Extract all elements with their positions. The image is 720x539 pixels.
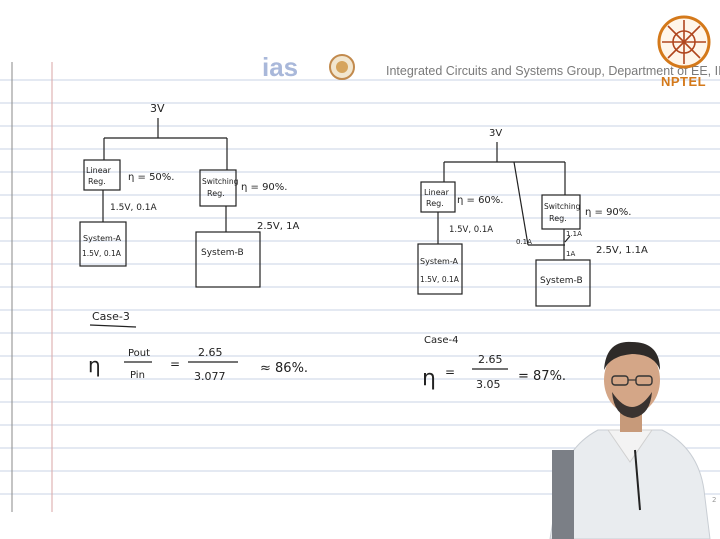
case3-linear-label-1: Linear xyxy=(86,166,112,175)
case4-system-a-label: System-A xyxy=(420,257,459,266)
case3-output-a: 1.5V, 0.1A xyxy=(110,203,158,213)
case3-denominator: 3.077 xyxy=(194,370,226,383)
case4-linear-label-2: Reg. xyxy=(426,199,444,208)
case3-system-a-box xyxy=(80,222,126,266)
case3-switching-label-1: Switching xyxy=(202,177,239,186)
case4-linear-eff: η = 60%. xyxy=(457,195,503,206)
case4-system-a-rating: 1.5V, 0.1A xyxy=(420,275,460,284)
case4-output-a: 1.5V, 0.1A xyxy=(449,225,493,235)
case3-equals: = xyxy=(170,357,180,371)
case4-equals: = xyxy=(445,365,455,379)
case3-linear-eff: η = 50%. xyxy=(128,172,174,183)
case4-supply: 3V xyxy=(489,128,502,139)
case3-system-a-label: System-A xyxy=(83,234,122,243)
case4-current-in: 1.1A xyxy=(566,230,582,238)
case3-switching-reg-box xyxy=(200,170,236,206)
case4-switching-reg-box xyxy=(542,195,580,229)
case3-system-b-label: System-B xyxy=(201,248,244,258)
case3-system-a-rating: 1.5V, 0.1A xyxy=(82,249,122,258)
case4-title: Case-4 xyxy=(424,335,458,346)
case3-output-b: 2.5V, 1A xyxy=(257,221,299,232)
case4-linear-label-1: Linear xyxy=(424,188,450,197)
case4-system-b-label: System-B xyxy=(540,276,583,286)
case4-switching-label-1: Switching xyxy=(544,202,581,211)
case4-current-out: 1A xyxy=(566,250,575,258)
presenter-video xyxy=(540,330,720,539)
case4-switching-eff: η = 90%. xyxy=(585,207,631,218)
case4-denominator: 3.05 xyxy=(476,378,501,391)
case3-switching-eff: η = 90%. xyxy=(241,182,287,193)
case3-pout: Pout xyxy=(128,348,150,359)
case3-result: ≈ 86%. xyxy=(260,361,308,376)
case4-eta: η xyxy=(422,366,436,391)
case4-system-a-box xyxy=(418,244,462,294)
case3-pin: Pin xyxy=(130,370,145,381)
case3-supply: 3V xyxy=(150,102,165,115)
case4-output-b: 2.5V, 1.1A xyxy=(596,245,648,256)
case3-linear-label-2: Reg. xyxy=(88,177,106,186)
case3-eta: η xyxy=(88,353,101,377)
case3-switching-label-2: Reg. xyxy=(207,189,225,198)
case4-switching-label-2: Reg. xyxy=(549,214,567,223)
case3-system-b-box xyxy=(196,232,260,287)
case4-numerator: 2.65 xyxy=(478,353,503,366)
page-number: 2 xyxy=(712,496,716,504)
case3-numerator: 2.65 xyxy=(198,346,223,359)
case4-branch-current: 0.1A xyxy=(516,238,532,246)
case3-title: Case-3 xyxy=(92,310,130,323)
